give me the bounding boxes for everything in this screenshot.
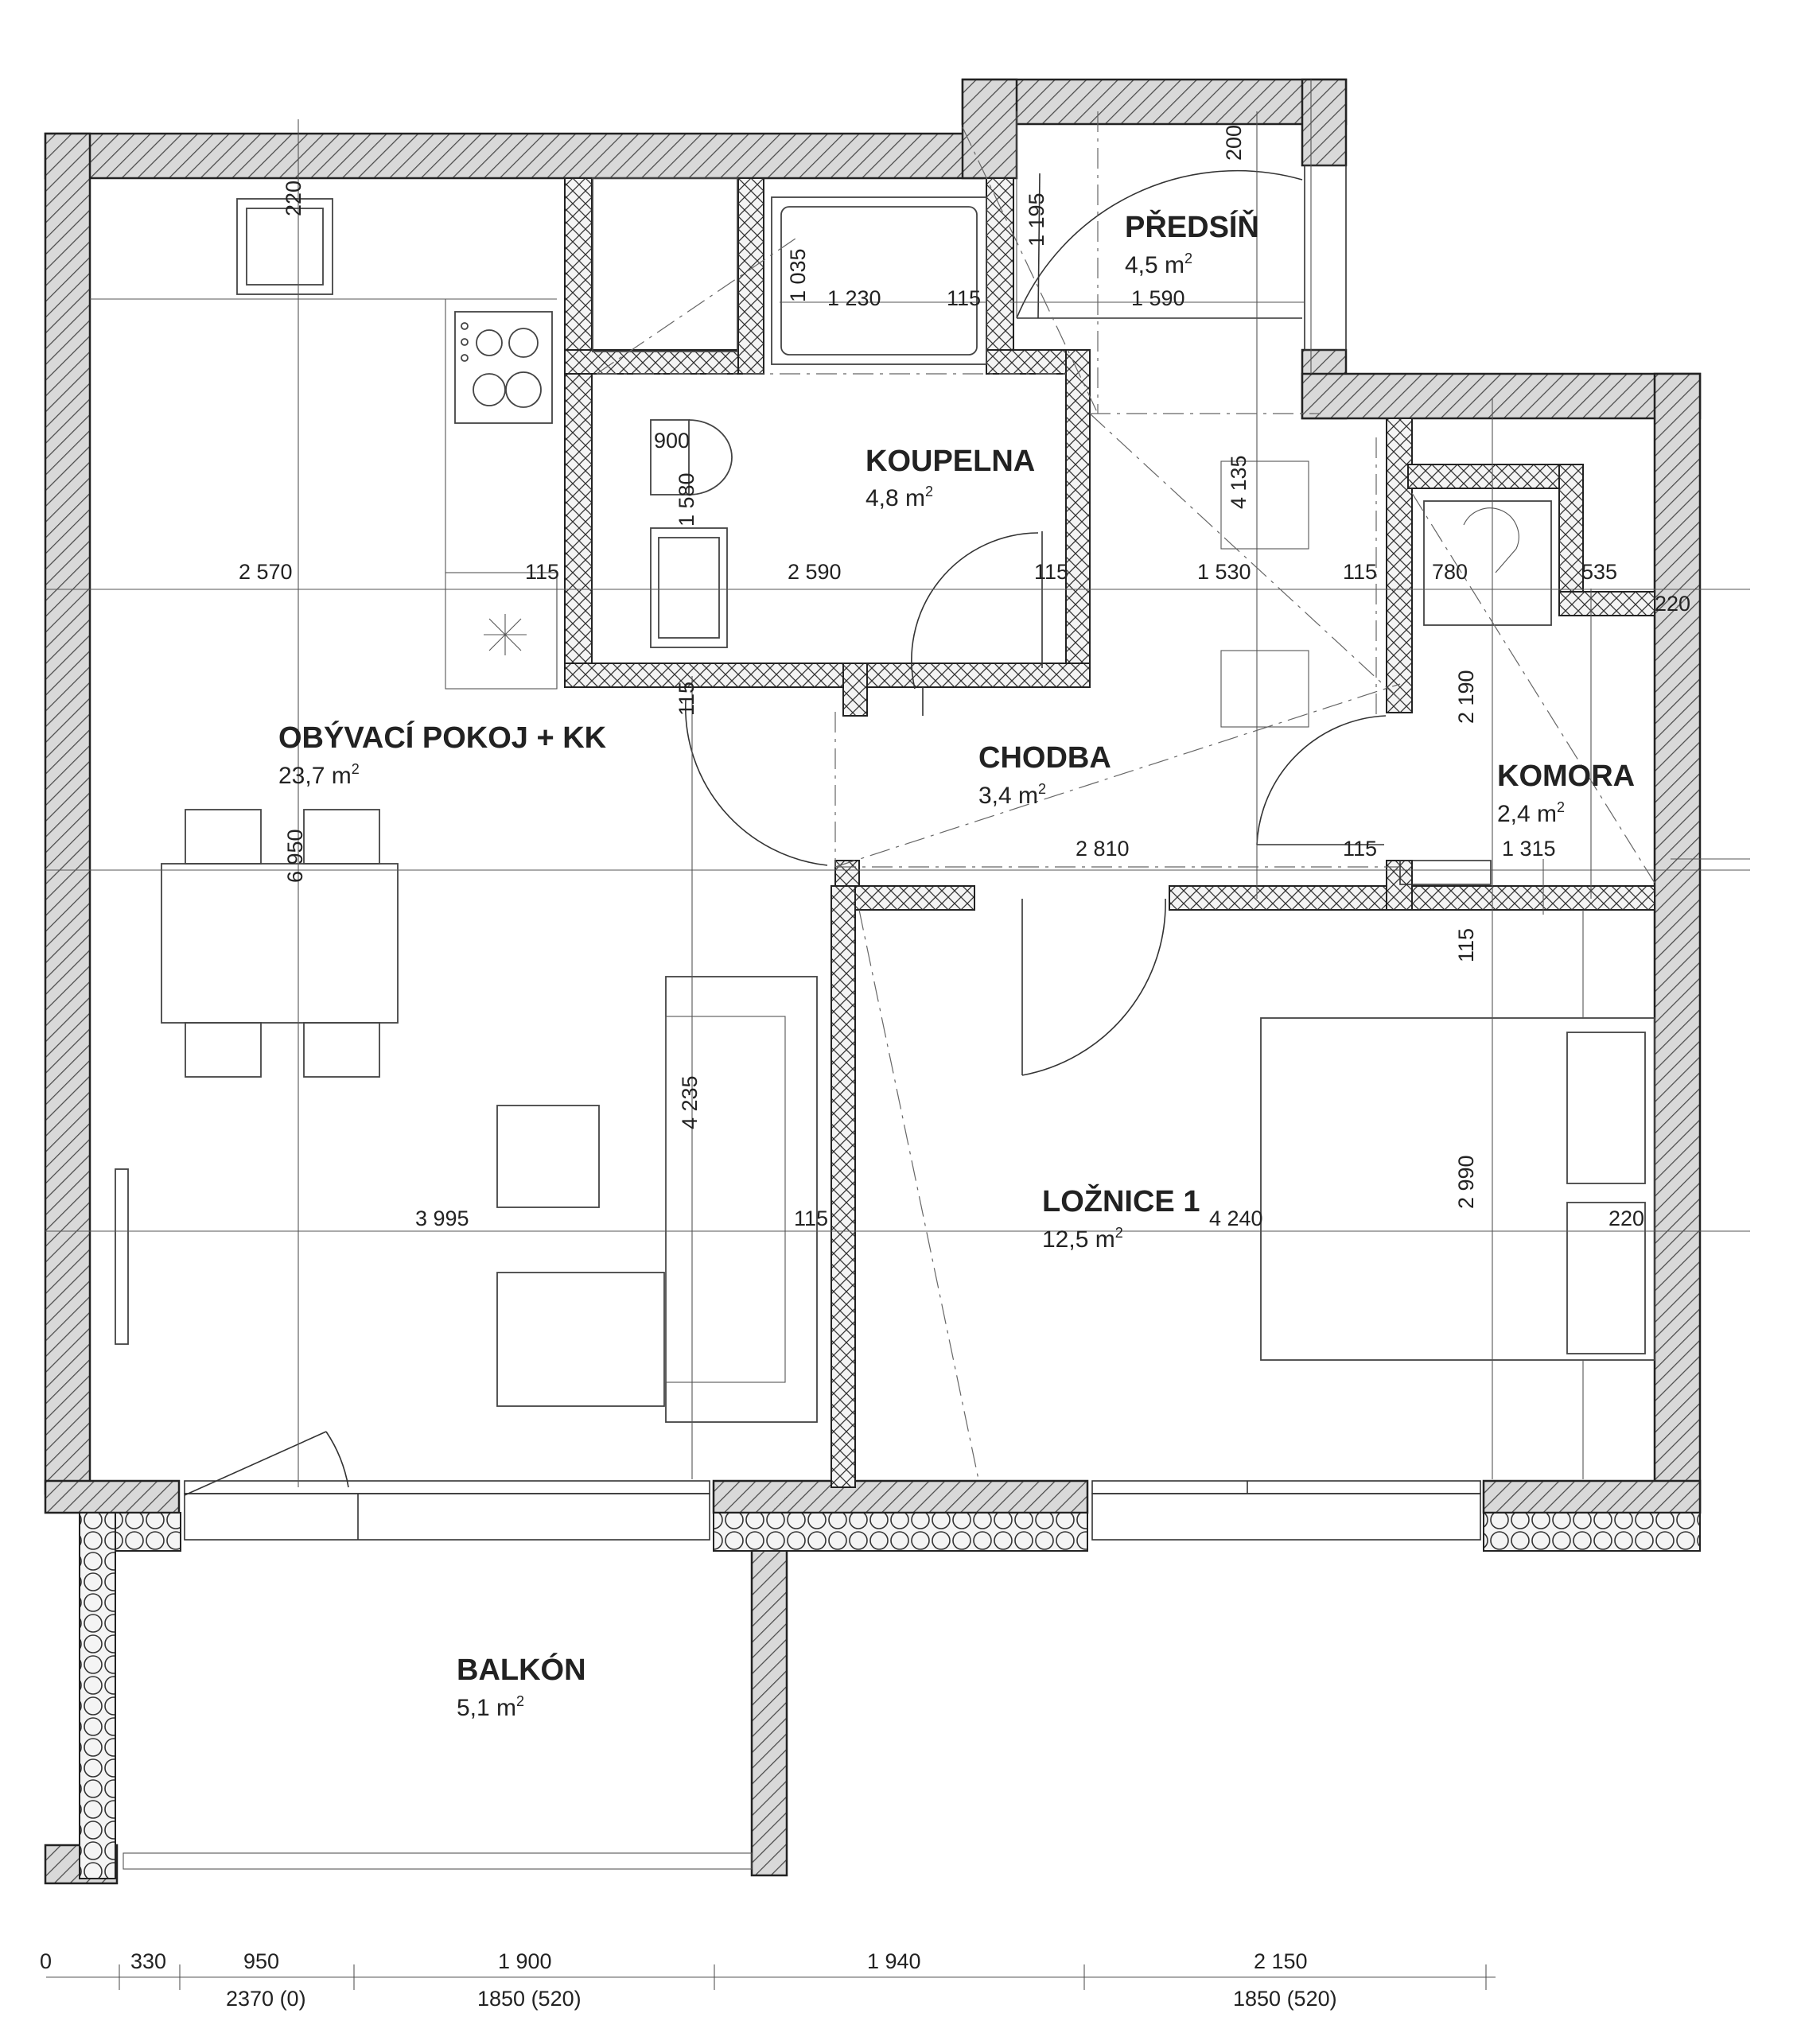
exterior-walls (44, 78, 1702, 1885)
room-name-corridor: CHODBA (978, 741, 1111, 775)
dim-label: 6 950 (283, 829, 307, 883)
dim-label: 4 235 (678, 1075, 702, 1129)
room-area-bath: 4,8 m2 (865, 484, 933, 511)
interior-walls (564, 177, 1655, 1488)
dim-label: 1 580 (675, 472, 698, 527)
dim-label: 1 590 (1131, 286, 1185, 310)
room-name-pantry: KOMORA (1497, 760, 1635, 793)
dimension-labels: 220 200 1 195 1 035 1 230 115 1 590 900 … (239, 125, 1690, 1230)
dim-label: 115 (1454, 928, 1478, 962)
room-area-hall: 4,5 m2 (1125, 251, 1192, 278)
dim-label: 2 150 (1254, 1949, 1308, 1973)
dim-label: 900 (654, 429, 690, 453)
room-name-balcony: BALKÓN (457, 1652, 586, 1687)
doors (184, 169, 1387, 1496)
bottom-dimension-chain: 0 330 950 2370 (0) 1 900 1850 (520) 1 94… (40, 1949, 1337, 2011)
dim-label: 330 (130, 1949, 166, 1973)
dim-label: 115 (525, 560, 559, 584)
dim-label: 0 (40, 1949, 52, 1973)
dim-label: 115 (794, 1207, 828, 1230)
dim-label: 2 990 (1454, 1155, 1478, 1209)
dim-label: 1 195 (1025, 192, 1048, 247)
dim-label: 780 (1432, 560, 1468, 584)
dim-label: 2 590 (788, 560, 842, 584)
room-area-bedroom: 12,5 m2 (1042, 1225, 1123, 1253)
dim-label: 2 810 (1076, 837, 1130, 861)
dim-label: 1 035 (786, 248, 810, 302)
dim-label: 3 995 (415, 1207, 469, 1230)
dim-label: 1 530 (1197, 560, 1251, 584)
dim-label: 950 (243, 1949, 279, 1973)
room-name-living: OBÝVACÍ POKOJ + KK (278, 720, 607, 755)
dim-label: 200 (1222, 125, 1246, 161)
dim-label: 1 940 (867, 1949, 921, 1973)
dimension-lines (45, 80, 1750, 1990)
dim-label: 220 (1608, 1207, 1644, 1230)
dim-label: 115 (1343, 560, 1377, 584)
dim-label: 2 190 (1454, 670, 1478, 724)
dim-label: 115 (947, 286, 981, 310)
dim-label: 220 (1655, 592, 1690, 616)
dim-label: 2370 (0) (226, 1987, 306, 2011)
dim-label: 1850 (520) (1233, 1987, 1337, 2011)
room-name-hall: PŘEDSÍŇ (1125, 209, 1259, 244)
room-labels: PŘEDSÍŇ 4,5 m2 KOUPELNA 4,8 m2 OBÝVACÍ P… (278, 209, 1635, 1721)
room-name-bath: KOUPELNA (865, 445, 1035, 478)
room-area-corridor: 3,4 m2 (978, 781, 1046, 809)
room-area-living: 23,7 m2 (278, 761, 360, 789)
dashed-lines (596, 111, 1655, 1480)
brick-insulation (79, 1512, 1701, 1879)
room-area-balcony: 5,1 m2 (457, 1693, 524, 1721)
dim-label: 2 570 (239, 560, 293, 584)
furniture (90, 177, 1655, 1870)
dim-label: 4 135 (1227, 455, 1251, 509)
room-name-bedroom: LOŽNICE 1 (1042, 1183, 1200, 1218)
dim-label: 1850 (520) (477, 1987, 582, 2011)
dim-label: 535 (1581, 560, 1617, 584)
dim-label: 115 (675, 682, 698, 716)
dim-label: 1 900 (498, 1949, 552, 1973)
dim-label: 115 (1034, 560, 1068, 584)
dim-label: 220 (282, 181, 305, 216)
dim-label: 1 315 (1502, 837, 1556, 861)
dim-label: 1 230 (827, 286, 881, 310)
dim-label: 4 240 (1209, 1207, 1263, 1230)
room-area-pantry: 2,4 m2 (1497, 799, 1565, 827)
dim-label: 115 (1343, 837, 1377, 861)
windows (184, 165, 1492, 1541)
